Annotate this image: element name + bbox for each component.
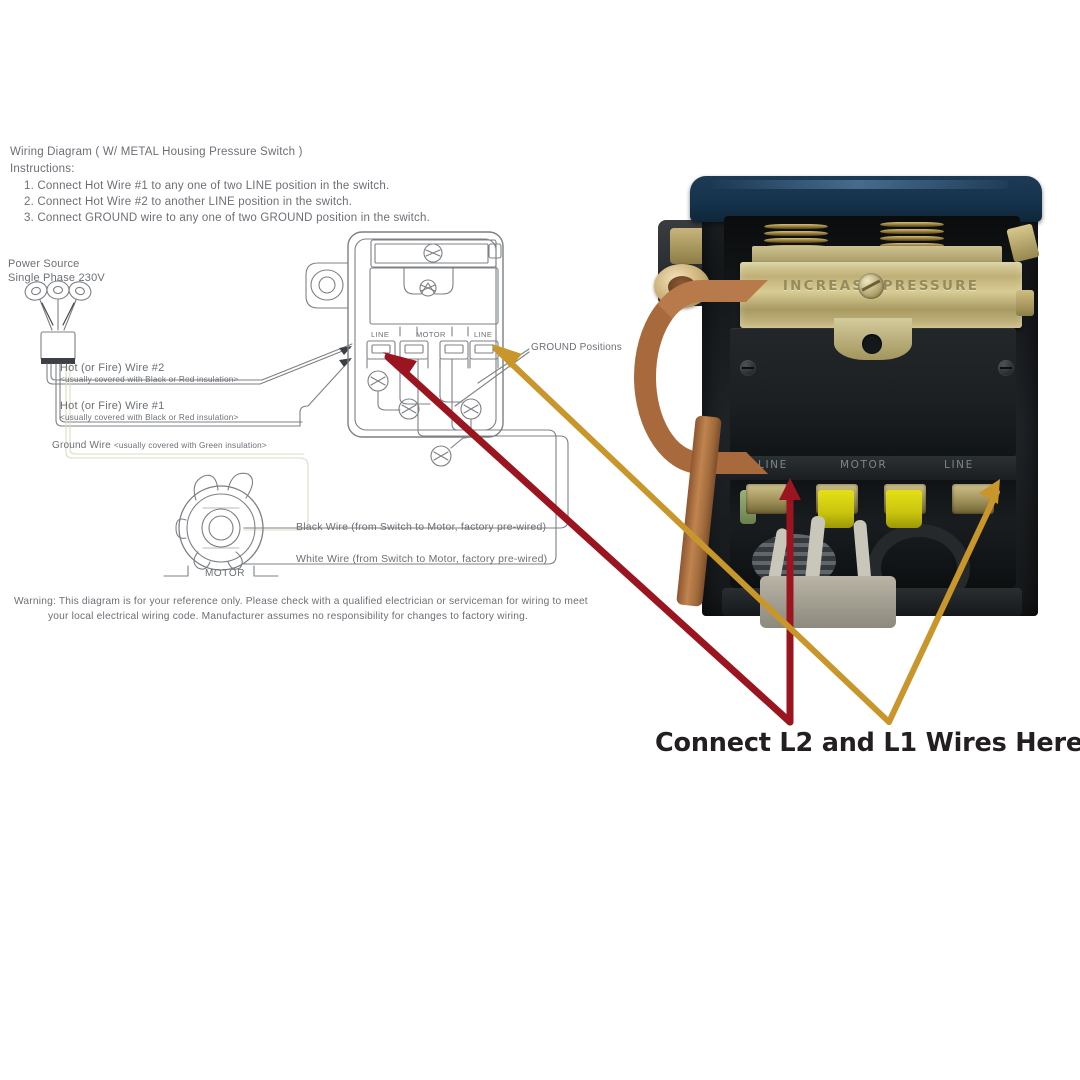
instruction-item-2: 2. Connect Hot Wire #2 to another LINE p… [24,196,353,208]
ground-wire-label: Ground Wire <usually covered with Green … [52,440,267,451]
hot-wire-1-label: Hot (or Fire) Wire #1 [60,400,165,412]
power-source-label-line1: Power Source [8,258,80,270]
photo-terminal-label-motor: MOTOR [840,459,888,471]
power-source-ring-terminals [24,280,92,331]
ground-wire-sublabel: <usually covered with Green insulation> [113,441,267,450]
ground-positions-label: GROUND Positions [531,342,622,353]
photo-brass-adjust-plate [740,262,1022,328]
diagram-terminal-label-line-left: LINE [371,330,390,339]
photo-blue-cover-cap [690,176,1042,222]
black-wire-label: Black Wire (from Switch to Motor, factor… [296,521,547,533]
photo-terminal-label-strip [730,456,1016,480]
hot-wire-2-label: Hot (or Fire) Wire #2 [60,362,165,374]
gold-arrowhead-photo [979,479,1000,504]
motor-wire-routing [243,358,569,565]
ground-wire-label-main: Ground Wire [52,440,114,451]
photo-right-brass-screw [1016,290,1034,316]
arrowhead-hot2 [339,346,352,355]
warning-line-2: your local electrical wiring code. Manuf… [48,611,529,622]
diagram-switch-housing [305,231,504,438]
hot-wire-1-sublabel: <usually covered with Black or Red insul… [60,413,239,422]
photo-panel-screw-right [998,360,1014,376]
photo-tab-hole [862,334,882,354]
warning-line-1: Warning: This diagram is for your refere… [14,596,588,607]
photo-yellow-boot-2 [886,490,922,528]
arrowhead-hot1 [339,358,352,367]
power-cord-boot [40,331,76,361]
white-wire-label: White Wire (from Switch to Motor, factor… [296,553,548,565]
hot2-run-to-line [259,347,351,385]
photo-terminal-label-line-right: LINE [944,459,974,471]
gold-arrowhead-diagram [492,344,522,368]
hot1-run-to-line [299,359,351,427]
instruction-item-1: 1. Connect Hot Wire #1 to any one of two… [24,180,390,192]
motor-label: MOTOR [205,568,246,579]
red-arrowhead-photo [779,478,801,500]
hot-wire-2-sublabel: <usually covered with Black or Red insul… [60,375,239,384]
diagram-terminal-label-motor: MOTOR [416,330,446,339]
photo-cap-highlight [708,180,1008,189]
instructions-heading: Instructions: [10,163,75,175]
diagram-ground-screws [367,370,482,467]
callout-caption: Connect L2 and L1 Wires Here [655,728,1080,758]
pressure-switch-photo: INCREASE PRESSURE LINE MOTOR LINE [612,168,1072,638]
gold-callout-arrow [493,346,1000,725]
diagram-terminal-label-line-right: LINE [474,330,493,339]
instruction-item-3: 3. Connect GROUND wire to any one of two… [24,212,430,224]
power-source-label-line2: Single Phase 230V [8,272,105,284]
photo-adjust-screw [858,273,884,299]
red-arrowhead-diagram [383,352,417,376]
red-callout-arrow [384,353,794,726]
diagram-title: Wiring Diagram ( W/ METAL Housing Pressu… [10,146,303,158]
diagram-motor [163,472,279,577]
